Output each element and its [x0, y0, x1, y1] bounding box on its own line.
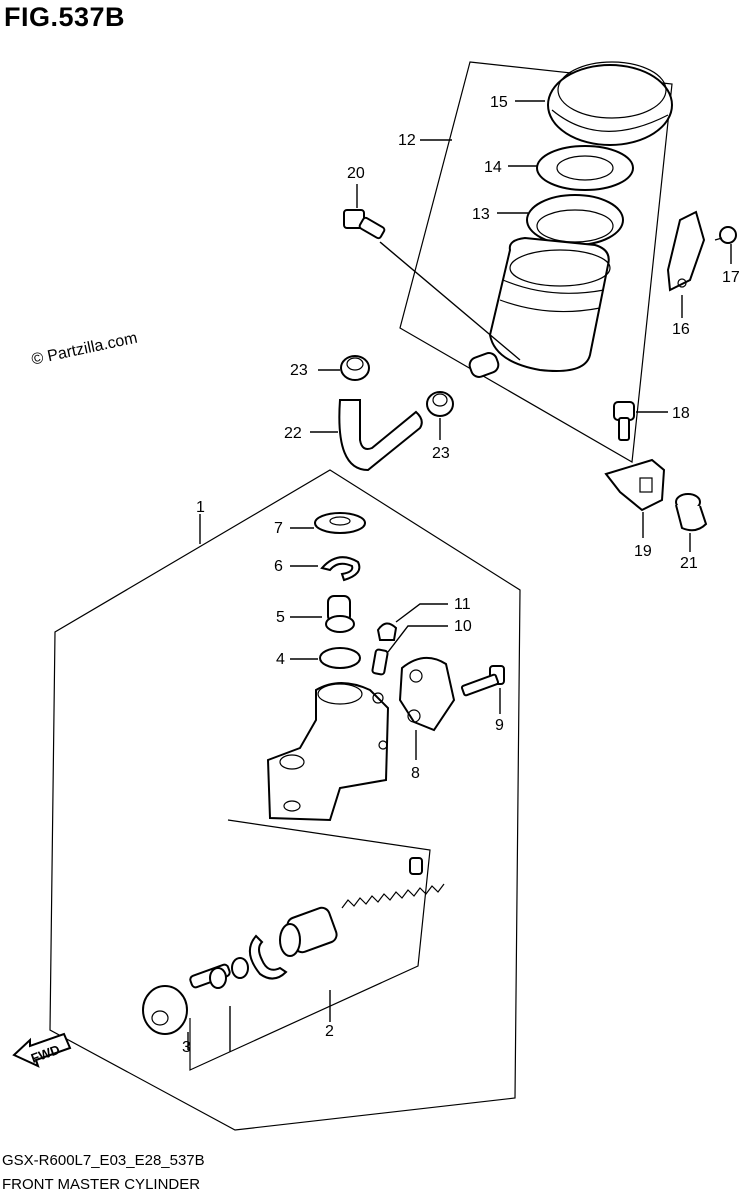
callout-21[interactable]: 21: [680, 555, 698, 572]
callout-19[interactable]: 19: [634, 543, 652, 560]
callout-17[interactable]: 17: [722, 269, 740, 286]
bracket-16[interactable]: [666, 210, 706, 292]
bolt-18[interactable]: [613, 401, 635, 441]
callout-5[interactable]: 5: [276, 609, 285, 626]
bleeder-valve-10[interactable]: [371, 648, 389, 676]
master-cylinder-group-outline: [49, 469, 521, 1131]
o-ring-4[interactable]: [319, 647, 361, 669]
cap-11[interactable]: [376, 622, 398, 641]
callout-23-upper[interactable]: 23: [290, 362, 308, 379]
bolt-9[interactable]: [460, 665, 505, 697]
callout-18[interactable]: 18: [672, 405, 690, 422]
reservoir-hose[interactable]: [338, 399, 423, 472]
hose-clamp-lower[interactable]: [426, 391, 454, 417]
figure-title: FIG.537B: [4, 2, 126, 32]
callout-1[interactable]: 1: [196, 499, 205, 516]
reservoir-diaphragm[interactable]: [526, 194, 624, 246]
callout-20[interactable]: 20: [347, 165, 365, 182]
section-name: FRONT MASTER CYLINDER: [2, 1176, 201, 1193]
callout-12[interactable]: 12: [398, 132, 416, 149]
piston-kit-outline: [189, 819, 431, 1071]
callout-2[interactable]: 2: [325, 1023, 334, 1040]
reservoir-tank[interactable]: [467, 236, 611, 379]
callout-4[interactable]: 4: [276, 651, 285, 668]
callout-7[interactable]: 7: [274, 520, 283, 537]
forward-direction-arrow: FWD: [12, 1032, 72, 1068]
snap-ring[interactable]: [249, 934, 288, 980]
callout-8[interactable]: 8: [411, 765, 420, 782]
diaphragm-plate[interactable]: [536, 145, 634, 191]
callout-22[interactable]: 22: [284, 425, 302, 442]
callout-23-lower[interactable]: 23: [432, 445, 450, 462]
piston[interactable]: [279, 906, 339, 957]
bracket-19[interactable]: [604, 458, 666, 512]
callout-13[interactable]: 13: [472, 206, 490, 223]
grommet-21[interactable]: [675, 493, 708, 532]
model-code: GSX-R600L7_E03_E28_537B: [2, 1152, 205, 1169]
callout-10[interactable]: 10: [454, 618, 472, 635]
callout-6[interactable]: 6: [274, 558, 283, 575]
callout-11[interactable]: 11: [454, 596, 471, 613]
callout-14[interactable]: 14: [484, 159, 502, 176]
circlip-6[interactable]: [320, 556, 361, 582]
bolt-20[interactable]: [343, 209, 386, 240]
screw-17[interactable]: [714, 226, 737, 244]
callout-9[interactable]: 9: [495, 717, 504, 734]
hose-clamp-upper[interactable]: [340, 355, 370, 381]
return-spring[interactable]: [341, 857, 445, 909]
holder-clamp-8[interactable]: [398, 657, 456, 732]
master-cylinder-body[interactable]: [266, 682, 390, 822]
push-rod-boot-3[interactable]: [142, 957, 249, 1035]
callout-15[interactable]: 15: [490, 94, 508, 111]
reservoir-cap[interactable]: [547, 61, 673, 146]
callout-16[interactable]: 16: [672, 321, 690, 338]
callout-3[interactable]: 3: [182, 1039, 191, 1056]
boot-seal-7[interactable]: [314, 512, 366, 534]
connector-5[interactable]: [325, 595, 355, 633]
